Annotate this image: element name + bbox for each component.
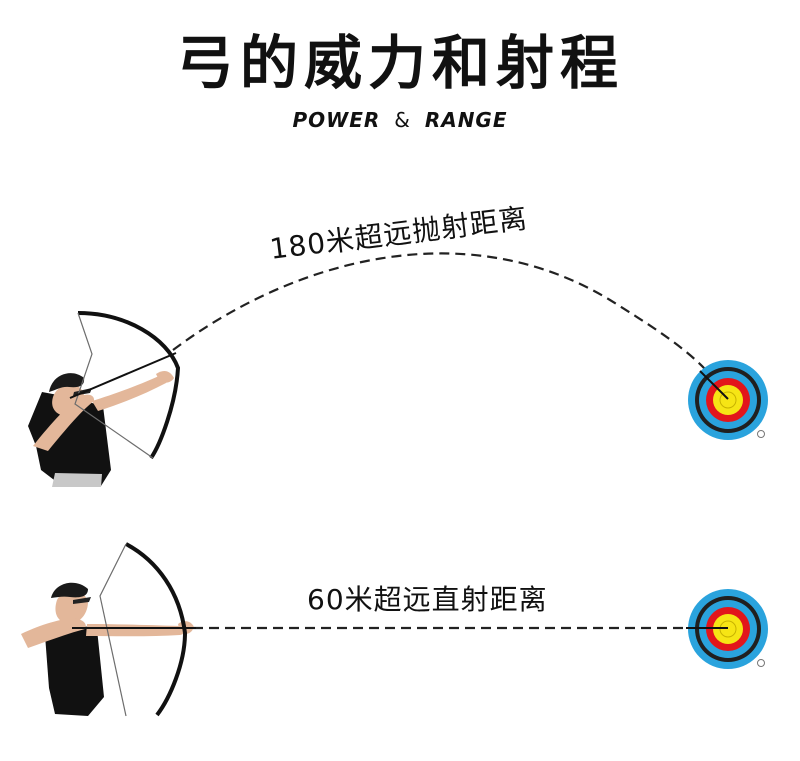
archer-icon-bottom (21, 542, 196, 717)
archer-icon-top (28, 311, 181, 487)
target-icon-bottom (686, 589, 768, 669)
subtitle-and: & (394, 108, 411, 132)
page-subtitle: POWER & RANGE (0, 108, 800, 132)
subtitle-range: RANGE (424, 108, 508, 132)
target-icon-top (688, 360, 768, 440)
short-range-label: 60米超远直射距离 (307, 583, 548, 616)
long-range-trajectory (172, 252, 714, 379)
page-title: 弓的威力和射程 (175, 29, 624, 97)
subtitle-power: POWER (292, 108, 381, 132)
